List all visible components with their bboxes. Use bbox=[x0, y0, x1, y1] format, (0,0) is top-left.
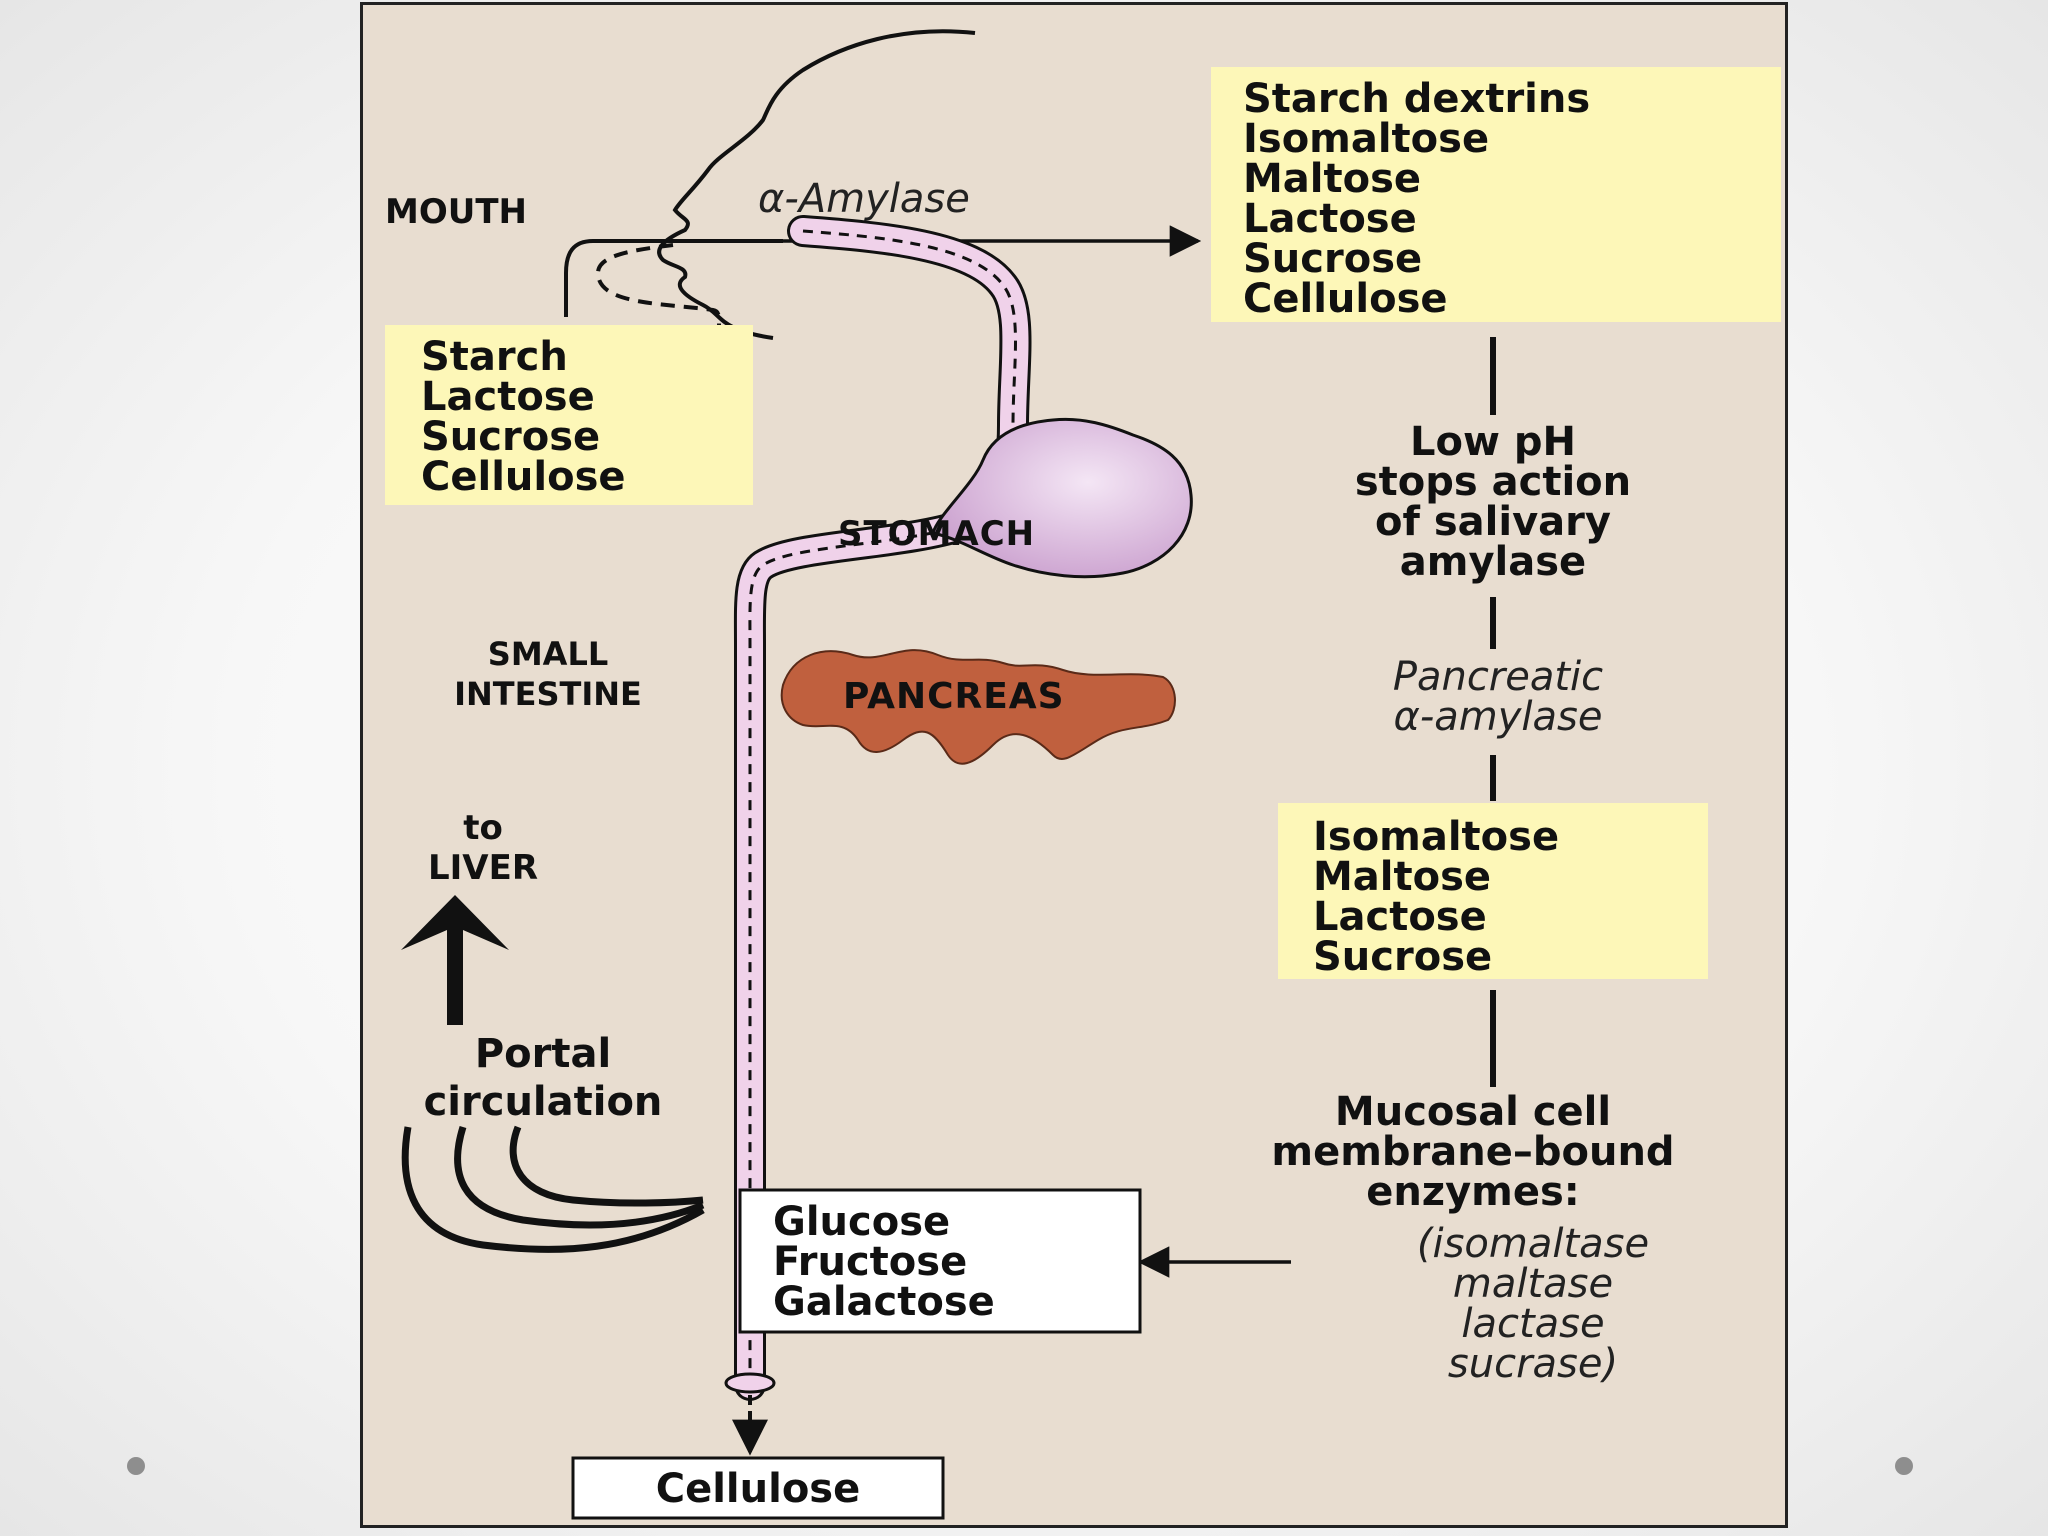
after-pancreatic-item: Lactose bbox=[1313, 894, 1487, 940]
slide-dot-left bbox=[127, 1457, 145, 1475]
intestine-end bbox=[724, 1372, 776, 1394]
portal-label: Portal bbox=[475, 1031, 611, 1077]
after-salivary-item: Isomaltose bbox=[1243, 116, 1489, 162]
after-salivary-item: Lactose bbox=[1243, 196, 1417, 242]
ingested-item: Lactose bbox=[421, 374, 595, 420]
after-salivary-box bbox=[1211, 67, 1781, 322]
after-pancreatic-item: Maltose bbox=[1313, 854, 1491, 900]
digestion-diagram: STOMACH PANCREAS Starch Lactose Sucrose … bbox=[385, 29, 1781, 1520]
to-liver-label: LIVER bbox=[428, 848, 538, 888]
small-intestine-label: INTESTINE bbox=[454, 675, 642, 713]
after-salivary-item: Sucrose bbox=[1243, 236, 1422, 282]
low-ph-label: amylase bbox=[1400, 539, 1586, 585]
portal-vessel bbox=[454, 1125, 705, 1229]
food-dashed-path bbox=[595, 243, 721, 475]
stomach bbox=[931, 417, 1193, 579]
diagram-panel: STOMACH PANCREAS Starch Lactose Sucrose … bbox=[360, 2, 1788, 1528]
low-ph-label: Low pH bbox=[1410, 419, 1576, 465]
mucosal-label: enzymes: bbox=[1366, 1169, 1580, 1215]
portal-label: circulation bbox=[424, 1079, 663, 1125]
mucosal-label: membrane–bound bbox=[1271, 1129, 1674, 1175]
enzyme-name: (isomaltase bbox=[1417, 1221, 1649, 1267]
enzyme-name: maltase bbox=[1453, 1261, 1613, 1307]
portal-vessel bbox=[509, 1125, 704, 1207]
portal-vessel bbox=[401, 1126, 705, 1253]
after-pancreatic-item: Sucrose bbox=[1313, 934, 1492, 980]
to-liver-label: to bbox=[463, 808, 503, 848]
after-pancreatic-box bbox=[1278, 803, 1708, 979]
enzyme-name: sucrase) bbox=[1448, 1341, 1618, 1387]
pancreas bbox=[780, 649, 1176, 765]
low-ph-label: stops action bbox=[1355, 459, 1631, 505]
oral-outline bbox=[564, 239, 783, 317]
after-salivary-item: Cellulose bbox=[1243, 276, 1448, 322]
excreted-label: Cellulose bbox=[656, 1466, 861, 1512]
after-pancreatic-item: Isomaltose bbox=[1313, 814, 1559, 860]
pancreatic-amylase-label: Pancreatic bbox=[1393, 654, 1603, 700]
monosaccharide-item: Glucose bbox=[773, 1199, 950, 1245]
mouth-label: MOUTH bbox=[385, 192, 527, 232]
after-salivary-item: Starch dextrins bbox=[1243, 76, 1590, 122]
ingested-item: Cellulose bbox=[421, 454, 626, 500]
stomach-label: STOMACH bbox=[838, 514, 1035, 554]
excreted-box bbox=[571, 1456, 945, 1520]
low-ph-label: of salivary bbox=[1375, 499, 1611, 545]
monosaccharide-item: Galactose bbox=[773, 1279, 995, 1325]
monosaccharides-box bbox=[738, 1188, 1142, 1334]
face-profile bbox=[657, 29, 976, 340]
liver-arrow bbox=[401, 895, 509, 1025]
mucosal-label: Mucosal cell bbox=[1335, 1089, 1611, 1135]
ingested-item: Starch bbox=[421, 334, 568, 380]
ingested-box bbox=[385, 325, 753, 505]
slide-dot-right bbox=[1895, 1457, 1913, 1475]
monosaccharide-item: Fructose bbox=[773, 1239, 967, 1285]
pancreas-label: PANCREAS bbox=[843, 676, 1065, 717]
pancreatic-amylase-label: α-amylase bbox=[1393, 694, 1602, 740]
alpha-amylase-label: α-Amylase bbox=[758, 176, 970, 222]
small-intestine-label: SMALL bbox=[488, 635, 608, 673]
enzyme-name: lactase bbox=[1461, 1301, 1604, 1347]
after-salivary-item: Maltose bbox=[1243, 156, 1421, 202]
ingested-item: Sucrose bbox=[421, 414, 600, 460]
